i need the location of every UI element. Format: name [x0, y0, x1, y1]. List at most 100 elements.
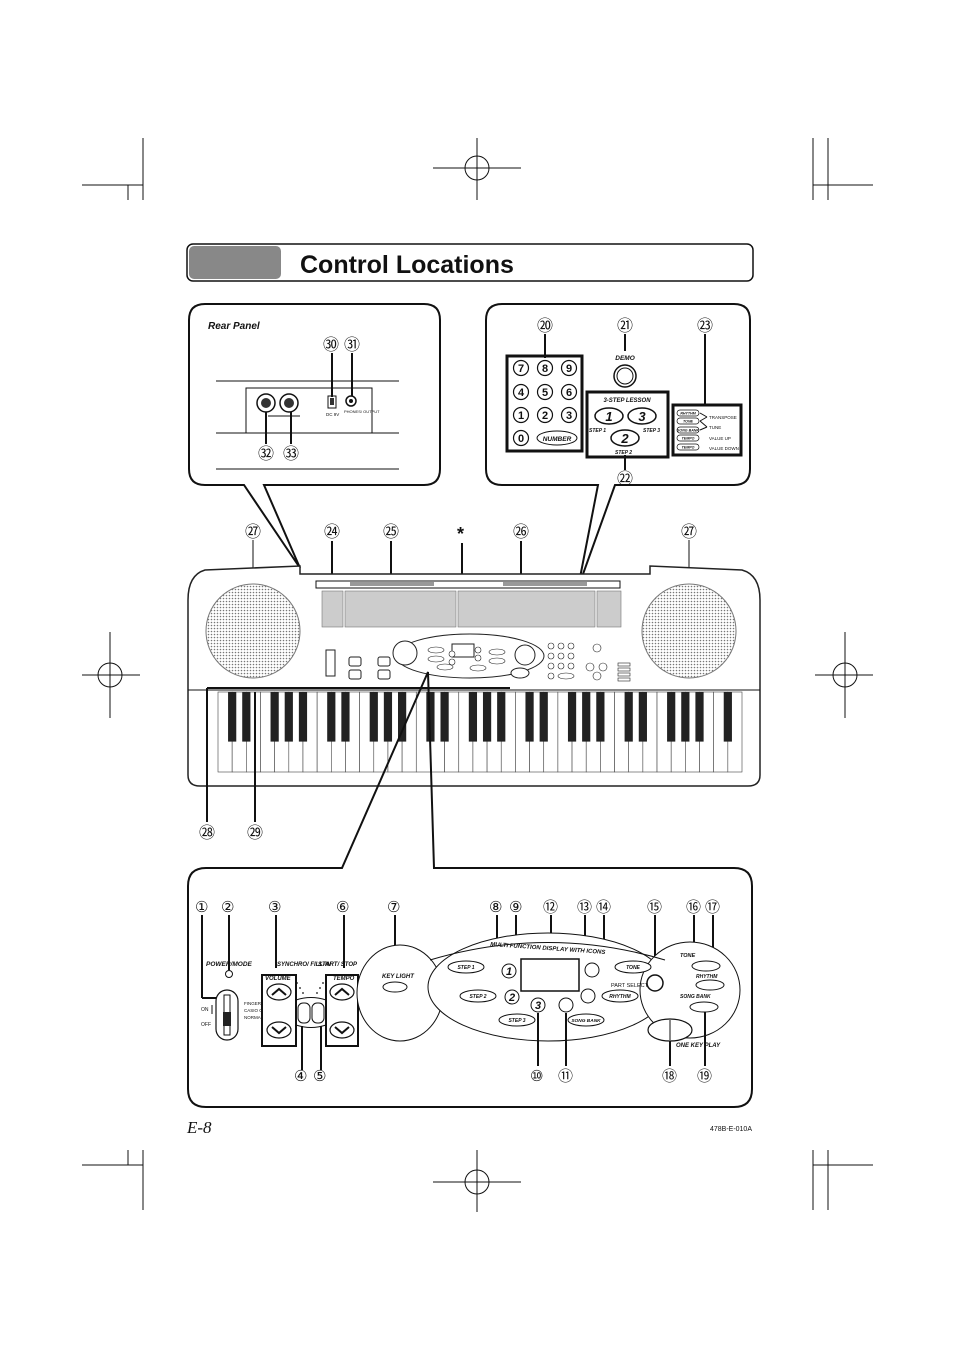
fn-key-button[interactable] — [676, 426, 700, 434]
keypad-digit: 7 — [518, 363, 524, 375]
black-key[interactable] — [270, 692, 279, 742]
volume-up-button[interactable] — [266, 983, 292, 1001]
hand-icon-1[interactable] — [584, 962, 600, 978]
keypad-button-2[interactable] — [536, 406, 554, 424]
keypad-button-3[interactable] — [560, 406, 578, 424]
tempo-down-button[interactable] — [329, 1021, 355, 1039]
fn-key-label: TEMPO — [682, 437, 695, 441]
step1-button[interactable] — [594, 407, 624, 425]
power-mode-label: POWER/MODE — [206, 961, 253, 968]
keypad-digit: 5 — [542, 387, 548, 399]
callout-30: ㉚ — [323, 335, 339, 354]
black-key[interactable] — [228, 692, 237, 742]
black-key[interactable] — [298, 692, 308, 742]
callout-star: * — [457, 524, 464, 544]
start-stop-button[interactable] — [311, 1002, 325, 1024]
keypad-button-6[interactable] — [560, 383, 578, 401]
callout-17: ⑰ — [705, 898, 720, 916]
speaker-left — [205, 583, 301, 679]
black-key[interactable] — [582, 692, 591, 742]
lesson-2-icon[interactable] — [504, 989, 520, 1005]
callout-23: ㉓ — [697, 316, 713, 335]
black-key[interactable] — [667, 692, 676, 742]
callout-10: ⑩ — [530, 1067, 543, 1085]
callout-15: ⑮ — [647, 898, 662, 916]
lesson-3-icon[interactable] — [530, 997, 546, 1013]
fn-key-button[interactable] — [676, 417, 700, 425]
black-key[interactable] — [497, 692, 506, 742]
speaker-right — [641, 583, 737, 679]
volume-down-button[interactable] — [266, 1021, 292, 1039]
black-key[interactable] — [383, 692, 393, 742]
dc-label: DC 9V — [326, 412, 339, 417]
black-key[interactable] — [341, 692, 350, 742]
rhythm-select-button[interactable] — [695, 979, 725, 991]
number-label: NUMBER — [543, 436, 572, 443]
lesson-1-icon[interactable] — [501, 963, 517, 979]
synchro-fill-in-button[interactable] — [297, 1002, 311, 1024]
black-key[interactable] — [525, 692, 534, 742]
callout-18: ⑱ — [662, 1067, 677, 1085]
doc-code: 478B-E-010A — [710, 1126, 752, 1133]
step3-button[interactable] — [498, 1013, 536, 1027]
callout-27-right: ㉗ — [681, 522, 697, 541]
part-select-button[interactable] — [646, 974, 664, 992]
black-key[interactable] — [638, 692, 647, 742]
keypad-digit: 2 — [542, 410, 548, 422]
key-light-button[interactable] — [382, 981, 408, 993]
fn-key-button[interactable] — [676, 443, 700, 451]
black-key[interactable] — [242, 692, 251, 742]
fn-key-label: TONE — [683, 420, 694, 424]
number-button[interactable] — [536, 430, 578, 446]
fn-key-button[interactable] — [676, 434, 700, 442]
callout-21: ㉑ — [617, 316, 633, 335]
mode-casio-chord: CASIO CHORD — [244, 1008, 277, 1013]
mode-fingered: FINGERED — [244, 1001, 268, 1006]
step1-button[interactable] — [447, 960, 485, 974]
black-key[interactable] — [468, 692, 478, 742]
keypad-button-8[interactable] — [536, 359, 554, 377]
black-key[interactable] — [440, 692, 449, 742]
keypad-button-1[interactable] — [512, 406, 530, 424]
song-bank-select-button[interactable] — [689, 1001, 719, 1013]
black-key[interactable] — [723, 692, 732, 742]
rhythm-button[interactable] — [601, 989, 639, 1003]
step1-num: 1 — [605, 409, 612, 424]
black-key[interactable] — [284, 692, 293, 742]
tone-list-area — [344, 590, 457, 628]
fn-key-button[interactable] — [676, 409, 700, 417]
step3-button[interactable] — [627, 407, 657, 425]
keypad-button-0[interactable] — [512, 429, 530, 447]
tempo-up-button[interactable] — [329, 983, 355, 1001]
keypad-button-5[interactable] — [536, 383, 554, 401]
step2-label: STEP 2 — [469, 994, 486, 1000]
keypad-button-7[interactable] — [512, 359, 530, 377]
black-key[interactable] — [369, 692, 378, 742]
black-key[interactable] — [681, 692, 690, 742]
black-key[interactable] — [426, 692, 435, 742]
volume-label: VOLUME — [265, 976, 292, 982]
step2-button[interactable] — [610, 429, 640, 447]
callout-29: ㉙ — [247, 823, 263, 842]
black-key[interactable] — [695, 692, 704, 742]
fn-tune: TUNE — [709, 425, 721, 430]
black-key[interactable] — [398, 692, 407, 742]
keypad-button-9[interactable] — [560, 359, 578, 377]
off-label: OFF — [201, 1022, 211, 1028]
black-key[interactable] — [327, 692, 336, 742]
rhythm-label-btn: RHYTHM — [609, 994, 631, 1000]
tone-button[interactable] — [614, 960, 652, 974]
black-key[interactable] — [567, 692, 577, 742]
keypad-button-4[interactable] — [512, 383, 530, 401]
step2-button[interactable] — [459, 989, 497, 1003]
hand-icon-2[interactable] — [580, 988, 596, 1004]
black-key[interactable] — [624, 692, 633, 742]
black-key[interactable] — [596, 692, 605, 742]
black-key[interactable] — [482, 692, 492, 742]
song-bank-button[interactable] — [567, 1013, 605, 1027]
tone-select-button[interactable] — [691, 960, 721, 972]
callout-20: ⑳ — [537, 316, 553, 335]
accomp-icon[interactable] — [558, 997, 574, 1013]
black-key[interactable] — [539, 692, 548, 742]
step3-label: STEP 3 — [508, 1018, 525, 1024]
